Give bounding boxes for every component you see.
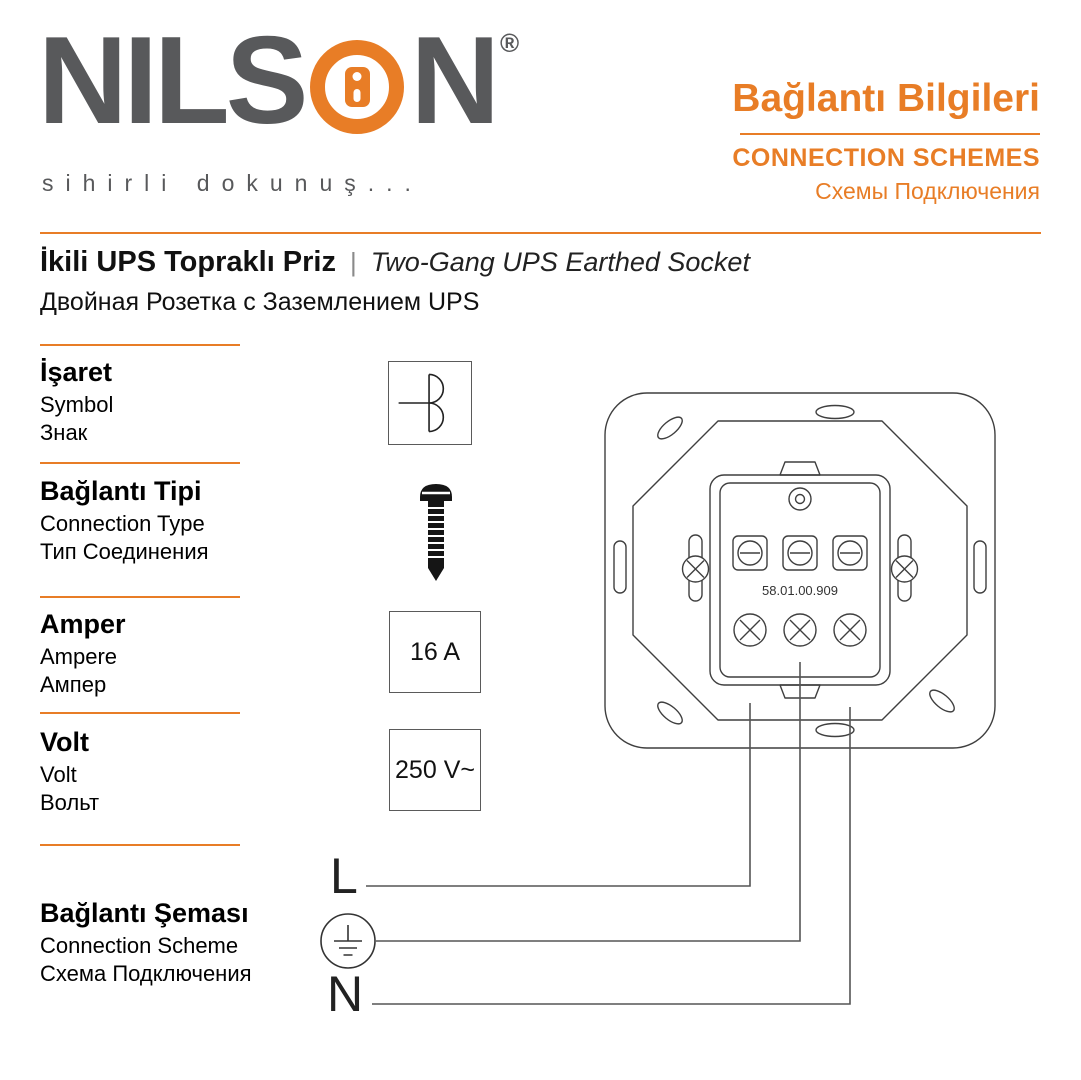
spec-label-tr: Bağlantı Şeması [40,898,249,928]
neutral-label: N [327,966,364,1022]
plate-dot-icon [352,71,362,81]
spec-label-ru: Тип Соединения [40,539,209,565]
spec-divider [40,844,240,846]
logo-word-left: NILS [38,12,308,150]
spec-label-en: Connection Scheme [40,933,239,958]
spec-label-ru: Схема Подключения [40,961,252,987]
logo-word-right: N [410,12,500,150]
socket-ring-icon [310,39,405,134]
spec-divider [40,462,240,464]
spec-label-ru: Знак [40,420,88,446]
volt-value: 250 V~ [395,755,475,784]
header-title-tr: Bağlantı Bilgileri [732,77,1040,120]
spec-row-symbol: İşaret Symbol Знак [40,357,370,447]
product-title-tr: İkili UPS Topraklı Priz [40,246,336,278]
spec-label-en: Volt [40,762,77,787]
header-title-en: CONNECTION SCHEMES [732,143,1040,172]
header-block: Bağlantı Bilgileri CONNECTION SCHEMES Сх… [732,77,1040,205]
spec-label-ru: Вольт [40,790,100,816]
product-title-separator: | [350,247,357,277]
symbol-value-box [388,361,472,445]
product-title-block: İkili UPS Topraklı Priz | Two-Gang UPS E… [40,246,750,317]
spec-divider [40,344,240,346]
line-label: L [330,848,358,904]
spec-row-volt: Volt Volt Вольт [40,727,370,817]
screw-icon [420,484,452,581]
double-socket-symbol-icon [398,373,445,433]
volt-value-box: 250 V~ [389,729,481,811]
spec-divider [40,596,240,598]
earth-ground-icon [320,913,376,969]
nilson-logo: NILS N ® [38,12,520,150]
spec-label-tr: Amper [40,609,126,639]
socket-plate-icon [344,66,370,107]
plate-slot-icon [353,88,361,102]
spec-row-scheme: Bağlantı Şeması Connection Scheme Схема … [40,898,370,988]
registered-mark: ® [500,28,520,58]
socket-mechanism-diagram: 58.01.00.909 [604,392,996,749]
product-title-ru: Двойная Розетка с Заземлением UPS [40,288,480,316]
ampere-value: 16 A [409,637,461,666]
spec-row-ampere: Amper Ampere Ампер [40,609,370,699]
spec-row-connection-type: Bağlantı Tipi Connection Type Тип Соедин… [40,476,370,566]
spec-label-tr: Bağlantı Tipi [40,476,202,506]
part-number: 58.01.00.909 [762,583,838,598]
header-title-ru: Схемы Подключения [815,177,1040,204]
spec-label-tr: Volt [40,727,89,757]
ampere-value-box: 16 A [389,611,481,693]
logo-tagline: sihirli dokunuş... [42,170,423,196]
spec-label-en: Connection Type [40,511,205,536]
spec-label-tr: İşaret [40,357,113,387]
spec-label-en: Ampere [40,644,118,669]
connection-type-value [413,480,459,584]
header-bottom-rule [40,232,1041,234]
spec-label-ru: Ампер [40,672,107,698]
spec-divider [40,712,240,714]
product-title-en: Two-Gang UPS Earthed Socket [370,247,750,277]
spec-label-en: Symbol [40,392,114,417]
header-divider [740,132,1040,135]
